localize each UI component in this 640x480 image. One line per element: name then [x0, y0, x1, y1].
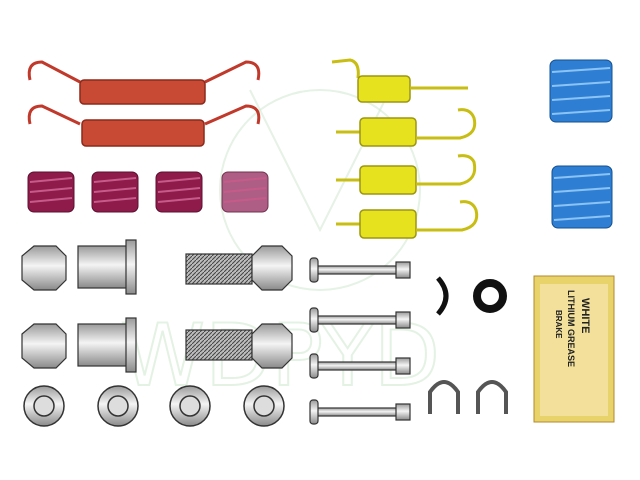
grease-text-brake: BRAKE: [554, 310, 563, 339]
retainer-cups: [23, 385, 285, 427]
adjuster-assembly-bottom: [21, 317, 293, 373]
retaining-clip-and-ring: [436, 276, 507, 316]
hold-down-pins: [309, 257, 411, 425]
grease-text-white: WHITE: [579, 298, 591, 333]
u-clips: [428, 380, 508, 414]
lithium-grease-packet: WHITE LITHIUM GREASE BRAKE: [533, 275, 615, 423]
yellow-springs: [331, 58, 479, 239]
red-return-spring-bottom: [27, 104, 261, 147]
maroon-hold-down-springs: [27, 171, 269, 213]
grease-text-lithium: LITHIUM GREASE: [566, 290, 576, 367]
adjuster-assembly-top: [21, 239, 293, 295]
red-return-spring-top: [27, 60, 261, 105]
blue-springs: [549, 59, 613, 229]
